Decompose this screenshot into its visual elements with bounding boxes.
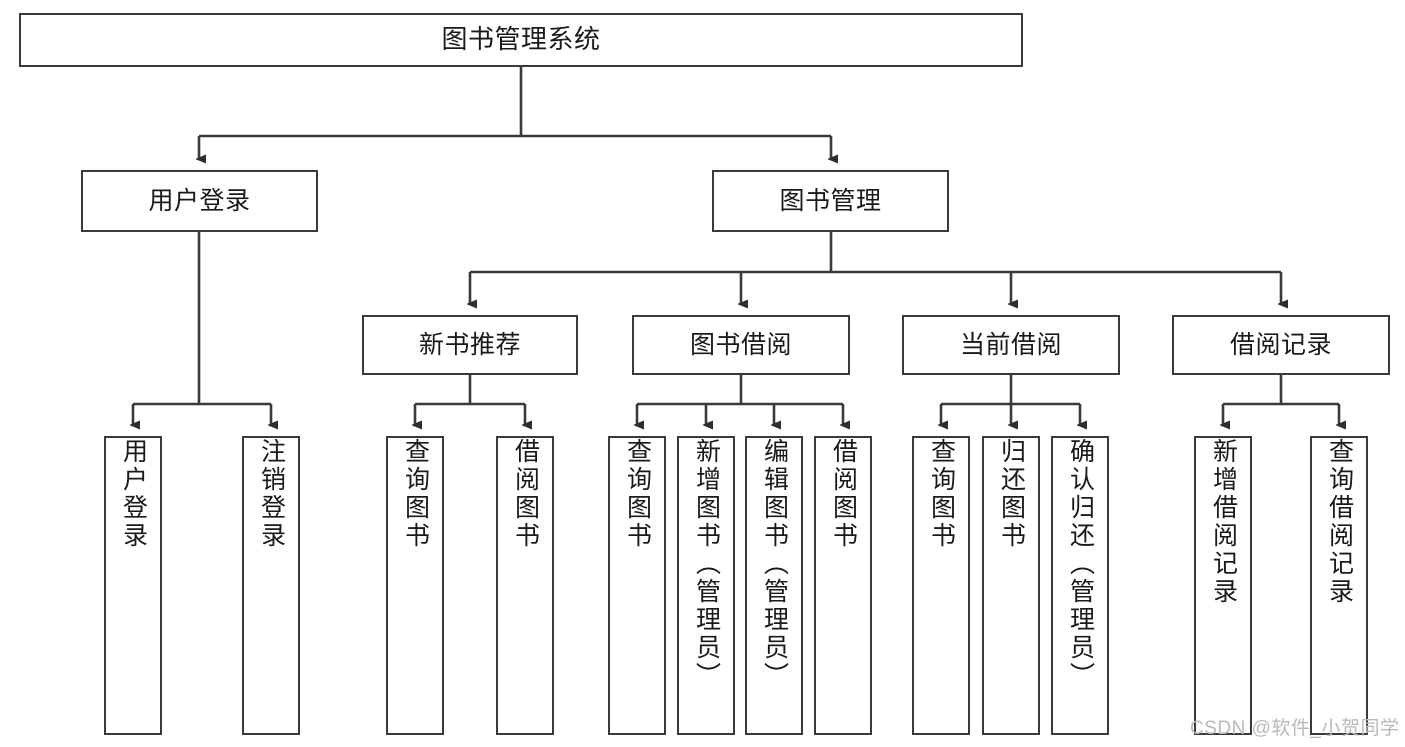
node-label: 用户登录 [148,187,251,215]
node-label: 图书管理 [779,187,882,215]
node-leaf-confirm-return-admin[interactable]: 确认归还（管理员） [1051,436,1109,735]
node-label: 图书借阅 [689,331,792,359]
csdn-watermark: CSDN @软件_小贺同学 [1190,718,1400,739]
node-label: 图书管理系统 [441,24,601,55]
node-leaf-query-book-current[interactable]: 查询图书 [912,436,970,735]
node-leaf-query-book-new[interactable]: 查询图书 [386,436,444,735]
node-user-login[interactable]: 用户登录 [81,170,318,232]
node-leaf-borrow-book-new[interactable]: 借阅图书 [496,436,554,735]
node-label: 编辑图书（管理员） [760,438,789,690]
node-leaf-query-book-borrow[interactable]: 查询图书 [608,436,666,735]
node-label: 借阅图书 [511,438,540,550]
node-leaf-user-login[interactable]: 用户登录 [104,436,162,735]
node-label: 用户登录 [119,438,148,550]
node-label: 查询图书 [927,438,956,550]
node-label: 注销登录 [257,438,286,550]
node-label: 新书推荐 [418,331,521,359]
node-label: 查询图书 [401,438,430,550]
node-label: 借阅记录 [1229,331,1332,359]
node-book-borrow[interactable]: 图书借阅 [632,315,850,375]
node-label: 借阅图书 [829,438,858,550]
node-leaf-logout[interactable]: 注销登录 [242,436,300,735]
node-label: 新增图书（管理员） [692,438,721,690]
node-borrow-record[interactable]: 借阅记录 [1172,315,1390,375]
node-label: 新增借阅记录 [1209,438,1238,606]
node-root-system[interactable]: 图书管理系统 [19,13,1023,67]
node-leaf-query-borrow-record[interactable]: 查询借阅记录 [1310,436,1368,735]
node-book-management[interactable]: 图书管理 [712,170,949,232]
node-leaf-return-book[interactable]: 归还图书 [982,436,1040,735]
node-leaf-add-borrow-record[interactable]: 新增借阅记录 [1194,436,1252,735]
node-leaf-add-book-admin[interactable]: 新增图书（管理员） [677,436,735,735]
node-leaf-edit-book-admin[interactable]: 编辑图书（管理员） [745,436,803,735]
node-new-book-recommend[interactable]: 新书推荐 [362,315,578,375]
node-leaf-borrow-book[interactable]: 借阅图书 [814,436,872,735]
node-label: 查询借阅记录 [1325,438,1354,606]
node-label: 查询图书 [623,438,652,550]
node-label: 确认归还（管理员） [1066,438,1095,690]
node-label: 当前借阅 [959,331,1062,359]
node-label: 归还图书 [997,438,1026,550]
node-current-borrow[interactable]: 当前借阅 [902,315,1120,375]
